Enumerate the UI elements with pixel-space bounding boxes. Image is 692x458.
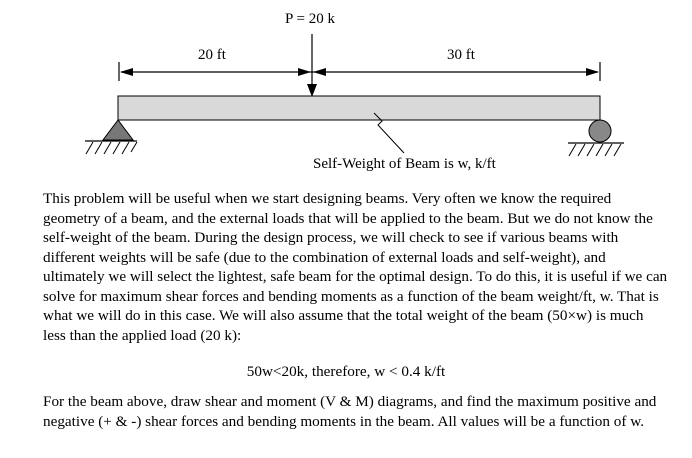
span-right-label: 30 ft	[447, 47, 475, 63]
pin-support	[85, 119, 138, 155]
task-paragraph: For the beam above, draw shear and momen…	[43, 393, 657, 430]
beam-diagram	[85, 34, 624, 157]
dimension-line	[118, 62, 601, 81]
weight-inequality: 50w<20k, therefore, w < 0.4 k/ft	[246, 363, 446, 380]
beam	[117, 95, 601, 121]
self-weight-leader	[373, 112, 405, 154]
span-left-label: 20 ft	[198, 47, 226, 63]
self-weight-label: Self-Weight of Beam is w, k/ft	[313, 156, 496, 172]
intro-paragraph: This problem will be useful when we star…	[43, 190, 668, 344]
beam-figure: P = 20 k 20 ft 30 ft Self-Weight of Beam…	[0, 0, 692, 185]
roller-support	[568, 119, 624, 157]
point-load-label: P = 20 k	[285, 11, 335, 27]
point-load-arrow	[307, 34, 317, 97]
